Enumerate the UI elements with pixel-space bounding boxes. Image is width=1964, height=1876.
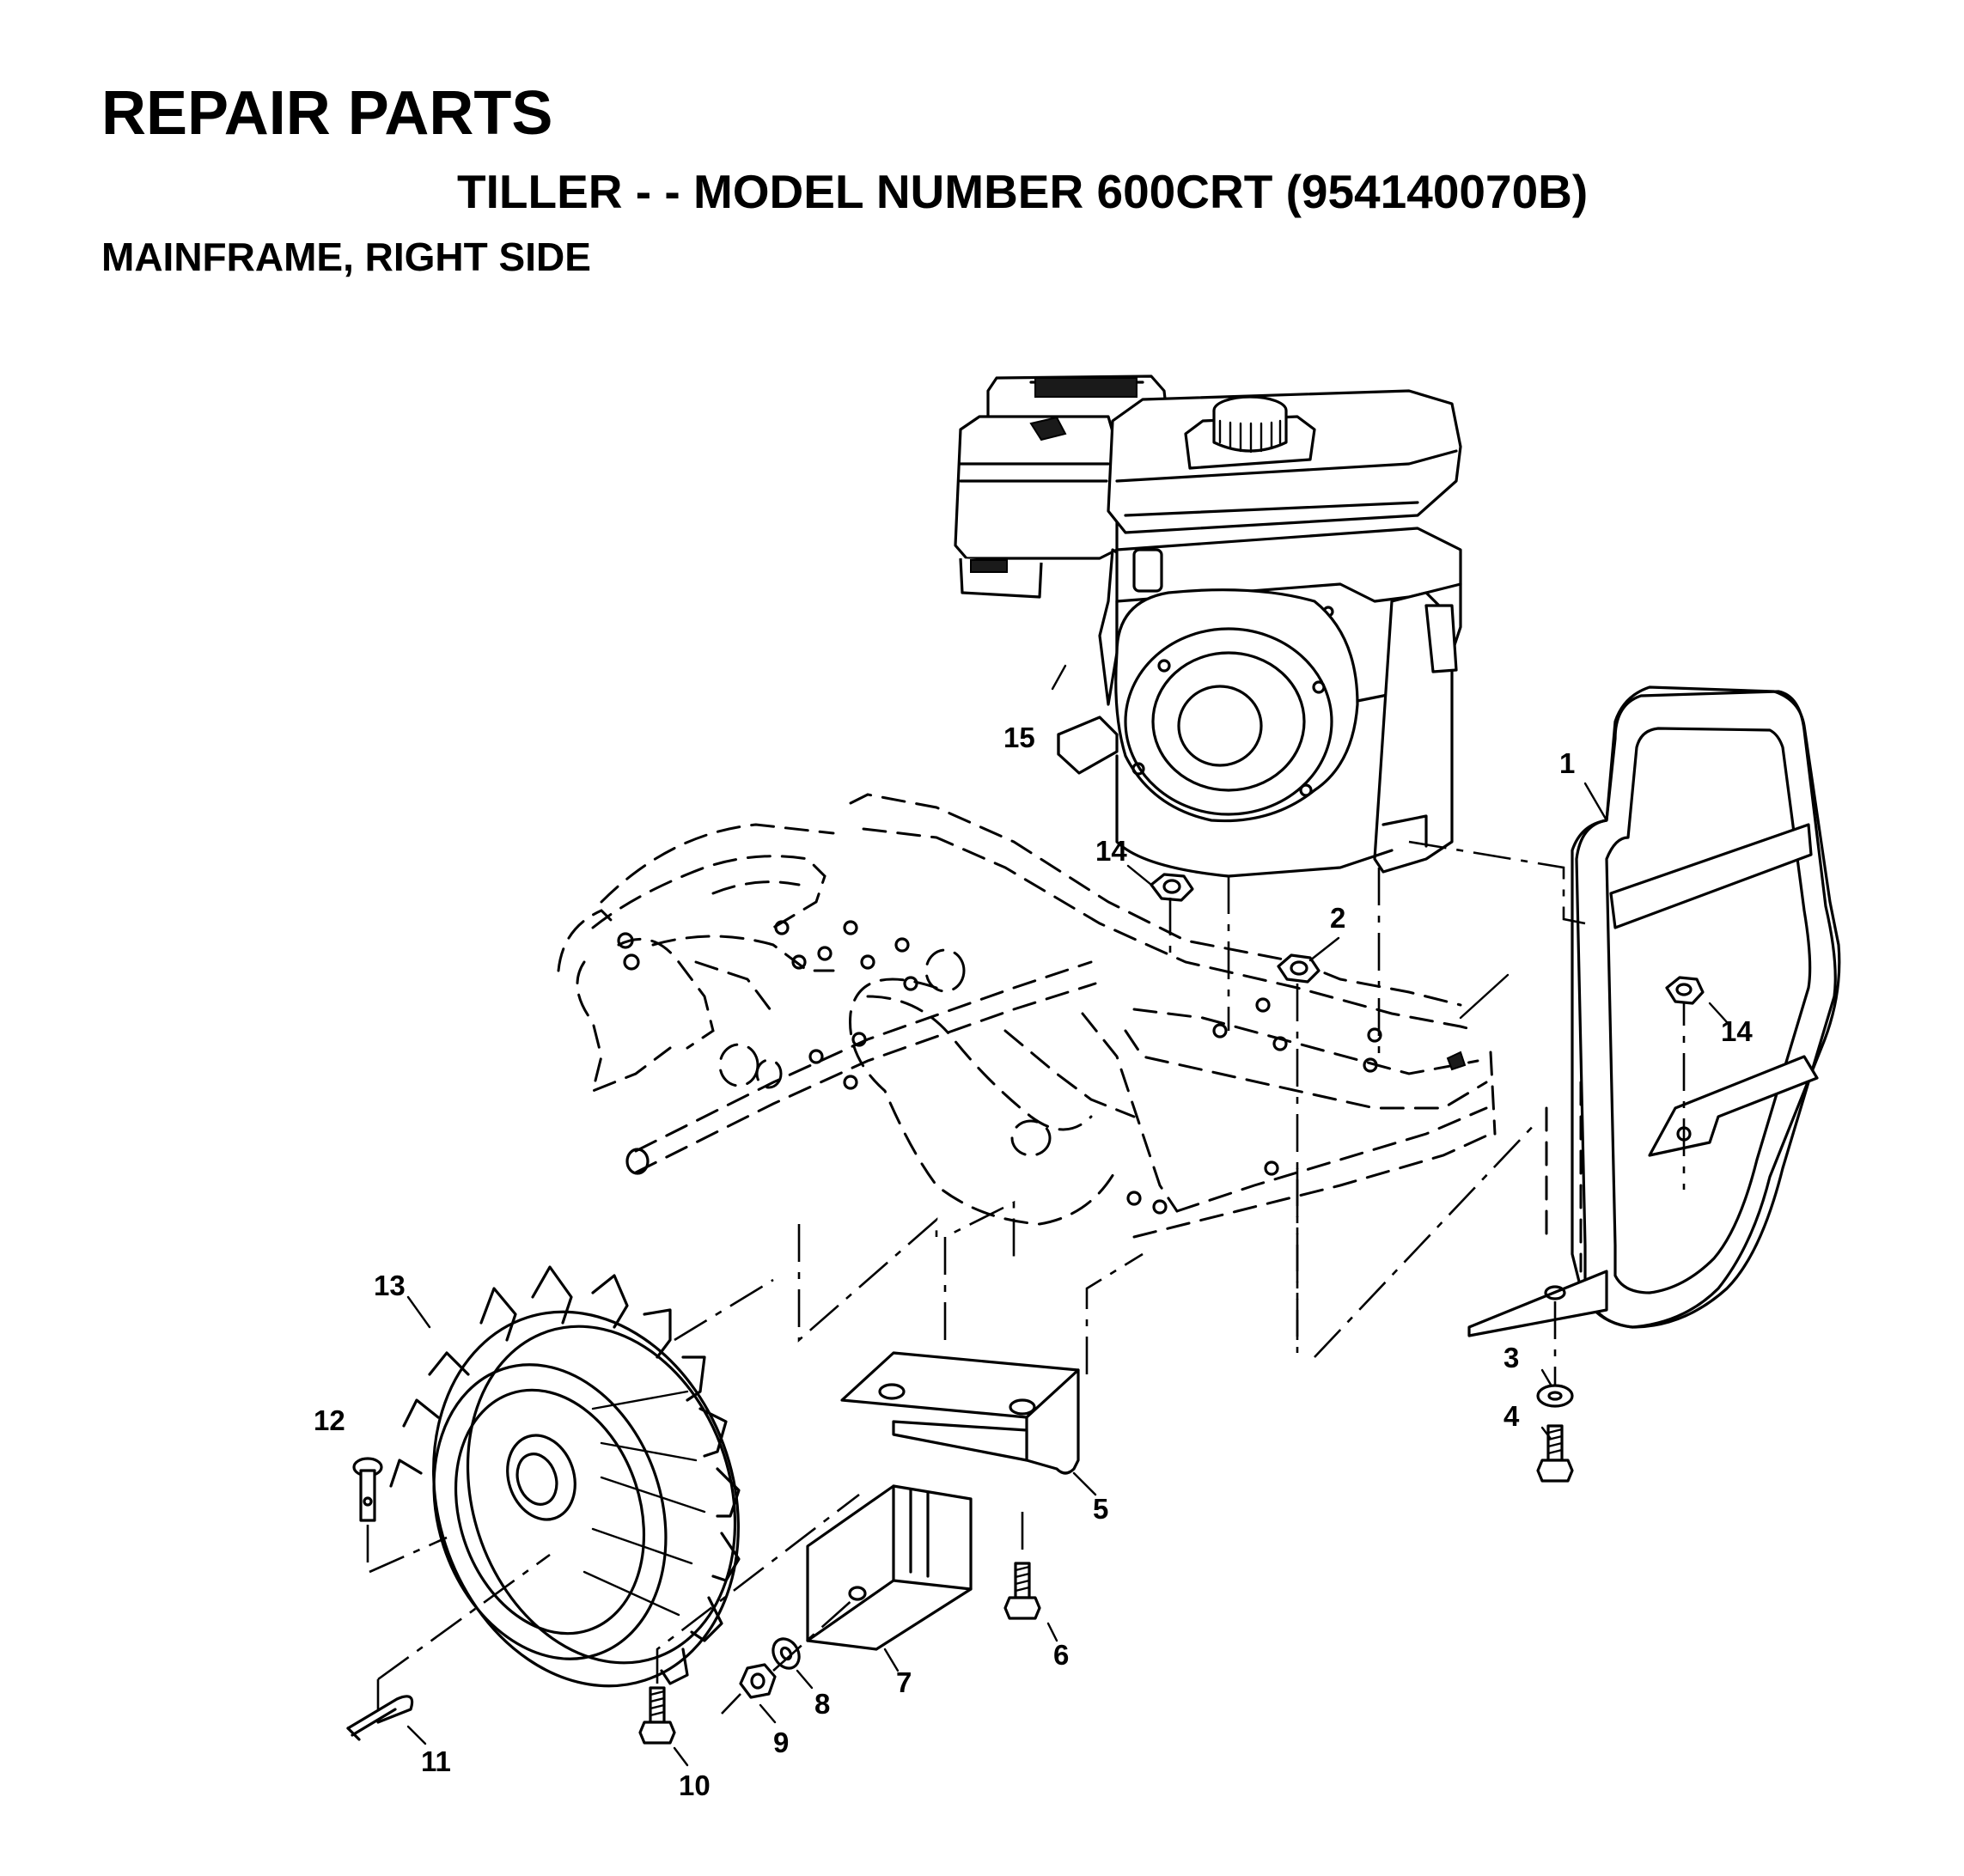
callout-15: 15 [1003, 722, 1035, 753]
bolt-part-4 [1536, 1424, 1574, 1483]
callout-5: 5 [1093, 1493, 1108, 1525]
callout-1: 1 [1559, 747, 1575, 779]
callout-4: 4 [1503, 1400, 1520, 1432]
clevis-pin-part-12 [352, 1457, 448, 1574]
callout-6: 6 [1053, 1639, 1069, 1671]
nut-part-2 [1277, 953, 1321, 984]
callout-labels: 1 2 3 4 5 6 7 8 9 10 11 12 13 14 14 15 [314, 722, 1753, 1801]
hairpin-clip-part-11 [346, 1553, 551, 1741]
nut-part-9 [721, 1597, 856, 1715]
assembly-centerlines [674, 840, 1586, 1374]
bracket-part-5 [840, 1351, 1080, 1475]
callout-10: 10 [679, 1769, 711, 1801]
washer-part-8 [772, 1637, 801, 1670]
callout-14-engine: 14 [1095, 835, 1127, 867]
callout-2: 2 [1330, 902, 1345, 934]
callout-14-bumper: 14 [1721, 1015, 1753, 1047]
washer-part-3 [1536, 1384, 1574, 1408]
bolt-part-6 [1003, 1512, 1041, 1620]
block-part-7 [806, 1484, 973, 1651]
callout-8: 8 [814, 1688, 830, 1720]
model-subtitle: TILLER - - MODEL NUMBER 600CRT (95414007… [457, 165, 1589, 218]
engine-part-15 [954, 375, 1462, 878]
callout-3: 3 [1503, 1342, 1519, 1374]
tiller-frame-phantom [557, 793, 1510, 1239]
nut-14-right [1665, 976, 1705, 1005]
page-title: REPAIR PARTS [101, 79, 553, 148]
callout-11: 11 [421, 1745, 451, 1777]
wheel-part-13 [389, 1265, 741, 1688]
callout-7: 7 [896, 1666, 912, 1698]
callout-12: 12 [314, 1404, 345, 1436]
nut-14-engine [1150, 873, 1194, 902]
bolt-part-10 [638, 1493, 860, 1745]
section-heading: MAINFRAME, RIGHT SIDE [101, 234, 591, 279]
leader-lines [406, 664, 1729, 1767]
callout-9: 9 [773, 1727, 789, 1758]
callout-13: 13 [374, 1270, 406, 1301]
bumper-part-1 [1467, 685, 1841, 1409]
